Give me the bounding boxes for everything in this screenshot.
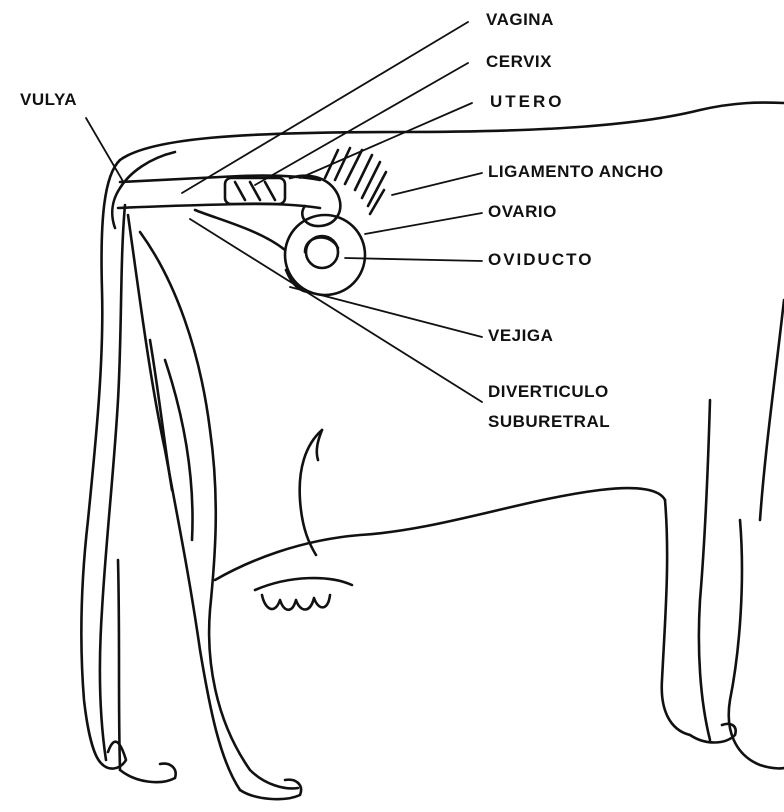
- cow-udder-top: [255, 578, 352, 590]
- cow-chest-outline: [760, 300, 784, 520]
- cow-tail-inner: [100, 205, 125, 760]
- broad-ligament: [325, 148, 386, 214]
- cow-hock-detail: [150, 340, 172, 490]
- cow-front-leg-near-back: [699, 400, 710, 740]
- leader-ovario: [365, 213, 482, 234]
- cow-hind-hoof-far: [120, 764, 176, 783]
- cow-rump-outline: [112, 152, 175, 228]
- label-suburetral: SUBURETRAL: [488, 412, 610, 432]
- cow-front-leg-near: [662, 500, 690, 735]
- label-utero: UTERO: [490, 92, 565, 112]
- cow-hind-leg-front-edge: [140, 232, 298, 788]
- label-cervix: CERVIX: [486, 52, 552, 72]
- label-vagina: VAGINA: [486, 10, 554, 30]
- cow-hind-leg-rear-edge: [128, 215, 240, 790]
- label-vulva: VULYA: [20, 90, 77, 110]
- label-ligamento-ancho: LIGAMENTO ANCHO: [488, 162, 664, 182]
- cow-front-leg-far: [729, 520, 784, 768]
- leader-vulva: [86, 118, 124, 183]
- leader-cervix: [255, 63, 468, 185]
- cow-flank-line: [300, 430, 322, 555]
- uterine-horn: [290, 176, 340, 226]
- oviduct-ring: [285, 215, 365, 295]
- leader-vejiga: [290, 287, 482, 337]
- leader-utero: [300, 103, 472, 178]
- cow-udder: [262, 595, 330, 610]
- label-oviducto: OVIDUCTO: [488, 250, 593, 270]
- vagina-tube-lower: [118, 204, 320, 208]
- label-ovario: OVARIO: [488, 202, 557, 222]
- label-diverticulo: DIVERTICULO: [488, 382, 609, 402]
- cow-hind-leg-far: [118, 560, 120, 770]
- cow-belly-outline: [215, 488, 665, 580]
- cow-hind-leg-muscle: [165, 360, 193, 540]
- label-vejiga: VEJIGA: [488, 326, 553, 346]
- leader-ligamento-ancho: [392, 173, 482, 195]
